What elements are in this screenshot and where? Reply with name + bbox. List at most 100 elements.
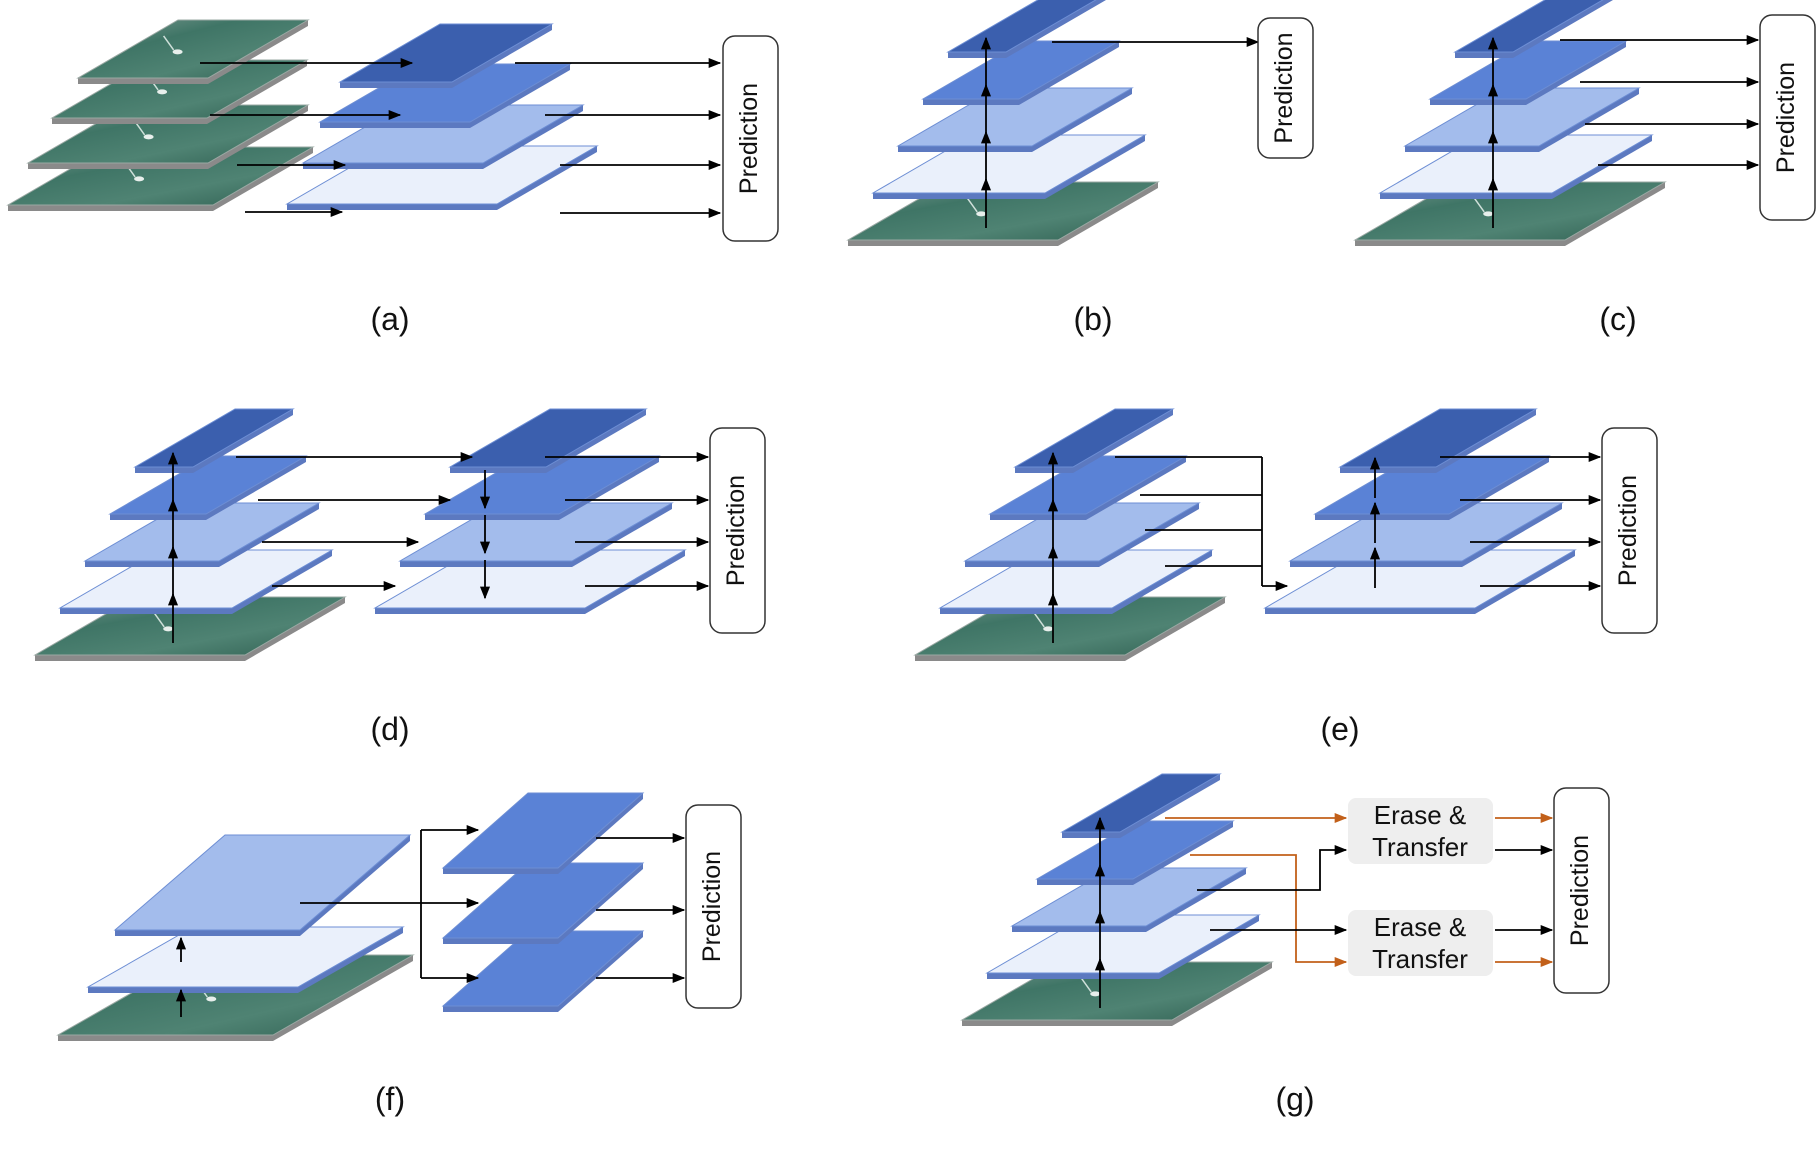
panel-d-topdown-level-2-front-edge — [425, 514, 559, 520]
panel-a-feature-2-front-edge — [320, 122, 470, 128]
panel-e-prediction-label: Prediction — [1614, 475, 1642, 586]
panel-d-level-1-front-edge — [60, 608, 232, 614]
panel-g-erase-box-bottom-erase-label: Erase & — [1374, 912, 1467, 942]
panel-c: Prediction(c) — [1353, 0, 1816, 337]
panel-b-level-1 — [871, 134, 1147, 194]
panel-g-level-1-side-edge — [1159, 915, 1259, 979]
panel-f-head-1-side-edge — [558, 863, 643, 944]
panel-f-level-0 — [86, 926, 405, 988]
panel-g-level-3-side-edge — [1133, 821, 1233, 885]
panel-g-erase-box-top-erase-label: Erase & — [1374, 800, 1467, 830]
panel-d-prediction — [709, 427, 766, 634]
panel-e-level-0-ship — [1043, 626, 1054, 632]
panel-e-level-3-front-edge — [990, 514, 1086, 520]
panel-b-level-4-front-edge — [948, 52, 1006, 58]
panel-e-level-0-side-edge — [1125, 597, 1225, 661]
panel-g-level-2 — [1010, 867, 1248, 927]
panel-g-level-2-front-edge — [1012, 926, 1146, 932]
panel-b-level-0-ship — [976, 211, 987, 217]
panel-f-level-1-side-edge — [300, 835, 410, 936]
panel-c-prediction — [1759, 14, 1816, 221]
panel-a-image-0-side-edge — [213, 147, 313, 211]
panel-c-level-0-front-edge — [1355, 240, 1565, 246]
panel-f-head-2-front-edge — [443, 868, 558, 874]
panel-a-image-1-front-edge — [28, 163, 208, 169]
panel-c-level-1 — [1378, 134, 1654, 194]
panel-c-level-3-front-edge — [1430, 99, 1526, 105]
panel-b-level-1-front-edge — [873, 193, 1045, 199]
panel-d-topdown-level-0-side-edge — [585, 550, 685, 614]
panel-c-level-0-wake — [1473, 197, 1485, 213]
panel-g-level-3 — [1035, 820, 1235, 880]
panel-a-image-3-ship — [172, 49, 183, 55]
panel-d-topdown-level-3 — [448, 408, 648, 468]
panel-a-image-0-front-edge — [8, 205, 213, 211]
panel-c-level-4-side-edge — [1513, 0, 1613, 58]
panel-f-head-1-front-edge — [443, 938, 558, 944]
panel-a-image-2-front-edge — [52, 118, 207, 124]
panel-f-head-2 — [441, 792, 645, 869]
panel-g-orange-branch — [1190, 854, 1348, 968]
panel-e-level-4-side-edge — [1073, 409, 1173, 473]
panel-b-level-2-front-edge — [898, 146, 1032, 152]
panel-d-level-3-front-edge — [110, 514, 206, 520]
panel-a-feature-3-front-edge — [340, 82, 452, 88]
panel-a-feature-3 — [338, 23, 554, 83]
panel-e-second-level-2-front-edge — [1315, 514, 1449, 520]
panel-c-level-1-front-edge — [1380, 193, 1552, 199]
panel-e-second-level-0-side-edge — [1475, 550, 1575, 614]
panel-d-level-0-front-edge — [35, 655, 245, 661]
panel-f: Prediction(f) — [56, 792, 742, 1117]
panel-b-level-0-front-edge — [848, 240, 1058, 246]
panel-d-topdown-level-3-front-edge — [450, 467, 546, 473]
panel-c-level-0-ship — [1483, 211, 1494, 217]
panel-c-prediction-label: Prediction — [1772, 62, 1800, 173]
panel-c-level-3 — [1428, 40, 1628, 100]
panel-f-level-1 — [113, 834, 412, 931]
panel-a-feature-3-side-edge — [452, 24, 552, 88]
panel-g-level-0-front-edge — [962, 1020, 1172, 1026]
panel-b: Prediction(b) — [846, 0, 1314, 337]
panel-d-topdown-level-1 — [398, 502, 674, 562]
panel-g-level-0-wake — [1080, 977, 1092, 993]
panel-f-level-0-front-edge — [88, 987, 298, 993]
panel-e-prediction — [1601, 427, 1658, 634]
panel-e-second-level-1-side-edge — [1462, 503, 1562, 567]
panel-f-head-1 — [441, 862, 645, 939]
panel-c-level-3-side-edge — [1526, 41, 1626, 105]
panel-e-merge-lines — [1115, 456, 1263, 586]
caption-b: (b) — [1073, 301, 1112, 337]
panel-a-feature-1-side-edge — [483, 105, 583, 169]
panel-c-level-2 — [1403, 87, 1641, 147]
panel-b-level-3-front-edge — [923, 99, 1019, 105]
panel-e-level-2-front-edge — [965, 561, 1099, 567]
panel-a-image-2-ship — [157, 89, 168, 95]
panel-d-level-0-side-edge — [245, 597, 345, 661]
panel-a-feature-1-front-edge — [303, 163, 483, 169]
panel-d-level-2-side-edge — [219, 503, 319, 567]
panel-g-level-4-side-edge — [1120, 774, 1220, 838]
panel-f-image-ship — [206, 996, 217, 1002]
panel-e-level-3 — [988, 455, 1188, 515]
panel-e-level-2 — [963, 502, 1201, 562]
panel-f-level-1-front-edge — [115, 930, 300, 936]
panel-c-level-1-side-edge — [1552, 135, 1652, 199]
panel-g-level-2-side-edge — [1146, 868, 1246, 932]
panel-b-level-4-side-edge — [1006, 0, 1106, 58]
panel-f-head-0-side-edge — [558, 931, 643, 1012]
caption-e: (e) — [1320, 711, 1359, 747]
panel-e-second-level-2 — [1313, 455, 1551, 515]
panel-f-head-2-side-edge — [558, 793, 643, 874]
panel-d-topdown-level-0-front-edge — [375, 608, 585, 614]
panel-g-erase-box-bottom-transfer-label: Transfer — [1372, 944, 1468, 974]
panel-g-level-0-side-edge — [1172, 962, 1272, 1026]
panel-g-prediction-label: Prediction — [1566, 835, 1594, 946]
panel-e-second-level-0-front-edge — [1265, 608, 1475, 614]
panel-c-level-0-side-edge — [1565, 182, 1665, 246]
panel-d-level-2-front-edge — [85, 561, 219, 567]
panel-e-level-1-front-edge — [940, 608, 1112, 614]
panel-a-image-3 — [76, 19, 310, 79]
panel-a-image-2-side-edge — [207, 60, 307, 124]
panel-a-prediction-label: Prediction — [735, 83, 763, 194]
